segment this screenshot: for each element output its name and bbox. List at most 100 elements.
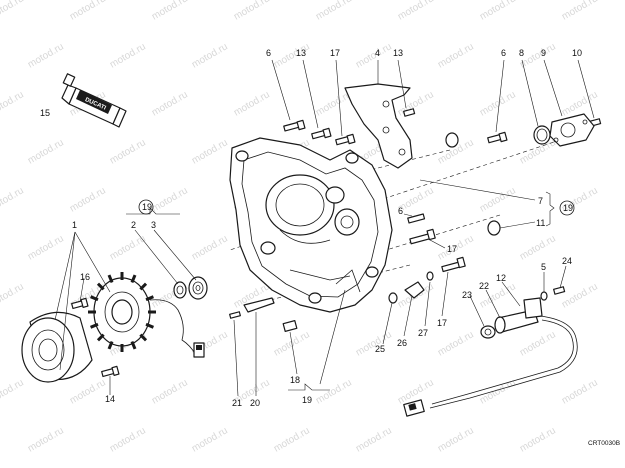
- drawing-code: CRT0030B: [588, 440, 620, 447]
- callout-14: 14: [105, 394, 115, 404]
- watermark-text: motod.ru: [108, 233, 148, 262]
- watermark-text: motod.ru: [354, 41, 394, 70]
- watermark-text: motod.ru: [108, 137, 148, 166]
- watermark-text: motod.ru: [26, 137, 66, 166]
- callout-19c: 19: [302, 395, 312, 405]
- stator-tooth: [96, 333, 105, 342]
- callout-2: 2: [131, 220, 136, 230]
- watermark-text: motod.ru: [232, 89, 272, 118]
- stator-tooth: [130, 274, 137, 284]
- callout-16: 16: [80, 272, 90, 282]
- callout-17c: 17: [437, 318, 447, 328]
- watermark-text: motod.ru: [190, 41, 230, 70]
- callout-3: 3: [151, 220, 156, 230]
- watermark-text: motod.ru: [518, 425, 558, 454]
- callout-5: 5: [541, 262, 546, 272]
- watermark-text: motod.ru: [26, 425, 66, 454]
- stator-tooth: [90, 295, 99, 302]
- callout-25: 25: [375, 344, 385, 354]
- rotor-part-1: [21, 311, 93, 383]
- watermark-text: motod.ru: [190, 233, 230, 262]
- watermark-text: motod.ru: [108, 425, 148, 454]
- callout-8: 8: [519, 48, 524, 58]
- stator-coils: [88, 272, 205, 358]
- stator-tooth: [96, 282, 105, 291]
- callout-23: 23: [462, 290, 472, 300]
- callout-4: 4: [375, 48, 380, 58]
- watermark-text: motod.ru: [150, 89, 190, 118]
- callout-19a: 19: [142, 202, 152, 212]
- callout-6a: 6: [266, 48, 271, 58]
- watermark-text: motod.ru: [150, 0, 190, 23]
- watermark-text: motod.ru: [68, 185, 108, 214]
- watermark-text: motod.ru: [0, 185, 26, 214]
- callout-17a: 17: [330, 48, 340, 58]
- generator-cover: [229, 137, 393, 313]
- stator-tooth: [145, 295, 154, 302]
- watermark-text: motod.ru: [560, 89, 600, 118]
- bearings-2-3: [173, 276, 208, 300]
- callout-1: 1: [72, 220, 77, 230]
- stator-teeth: [88, 272, 156, 352]
- watermark-text: motod.ru: [0, 281, 26, 310]
- watermark-text: motod.ru: [190, 425, 230, 454]
- callout-10: 10: [572, 48, 582, 58]
- watermark-text: motod.ru: [0, 89, 26, 118]
- stator-tooth: [145, 322, 154, 329]
- callout-27: 27: [418, 328, 428, 338]
- callout-12: 12: [496, 273, 506, 283]
- watermark-text: motod.ru: [0, 377, 26, 406]
- callout-21: 21: [232, 398, 242, 408]
- callout-26: 26: [397, 338, 407, 348]
- stator-tooth: [107, 274, 114, 284]
- callout-6c: 6: [398, 206, 403, 216]
- callout-20: 20: [250, 398, 260, 408]
- watermark-text: motod.ru: [560, 0, 600, 23]
- watermark-text: motod.ru: [436, 41, 476, 70]
- callout-13b: 13: [393, 48, 403, 58]
- sealant-tube-part-15: DUCATI: [61, 73, 127, 128]
- watermark-text: motod.ru: [436, 329, 476, 358]
- watermark-text: motod.ru: [0, 0, 26, 23]
- kit-circle-19b: [559, 200, 575, 216]
- stator-tooth: [130, 340, 137, 350]
- callout-6b: 6: [501, 48, 506, 58]
- watermark-text: motod.ru: [150, 377, 190, 406]
- watermark-text: motod.ru: [314, 0, 354, 23]
- watermark-text: motod.ru: [436, 425, 476, 454]
- watermark-text: motod.ru: [232, 0, 272, 23]
- watermark-text: motod.ru: [314, 377, 354, 406]
- callout-13a: 13: [296, 48, 306, 58]
- callout-17b: 17: [447, 244, 457, 254]
- watermark-text: motod.ru: [396, 0, 436, 23]
- watermark-text: motod.ru: [560, 281, 600, 310]
- bracket-part-4: [344, 83, 413, 169]
- watermark-text: motod.ru: [272, 425, 312, 454]
- leader-lines: [54, 59, 595, 397]
- watermark-text: motod.ru: [560, 377, 600, 406]
- callout-19b: 19: [563, 203, 573, 213]
- watermark-text: motod.ru: [68, 377, 108, 406]
- watermark-text: motod.ru: [190, 137, 230, 166]
- stator-tooth: [139, 333, 148, 342]
- watermark-text: motod.ru: [478, 0, 518, 23]
- flange-part-9: [533, 113, 595, 147]
- callout-24: 24: [562, 256, 572, 266]
- watermark-text: motod.ru: [518, 233, 558, 262]
- watermark-text: motod.ru: [108, 41, 148, 70]
- watermark-text: motod.ru: [26, 41, 66, 70]
- watermark-text: motod.ru: [26, 233, 66, 262]
- watermark-text: motod.ru: [150, 185, 190, 214]
- watermark-text: motod.ru: [518, 329, 558, 358]
- watermark-text: motod.ru: [68, 0, 108, 23]
- callout-7: 7: [538, 196, 543, 206]
- callout-9: 9: [541, 48, 546, 58]
- callout-11: 11: [536, 218, 545, 228]
- callout-18: 18: [290, 375, 300, 385]
- stator-tooth: [90, 322, 99, 329]
- callout-22: 22: [479, 281, 489, 291]
- watermark-text: motod.ru: [478, 185, 518, 214]
- kit-circle-19a: [138, 199, 154, 215]
- watermark-text: motod.ru: [354, 425, 394, 454]
